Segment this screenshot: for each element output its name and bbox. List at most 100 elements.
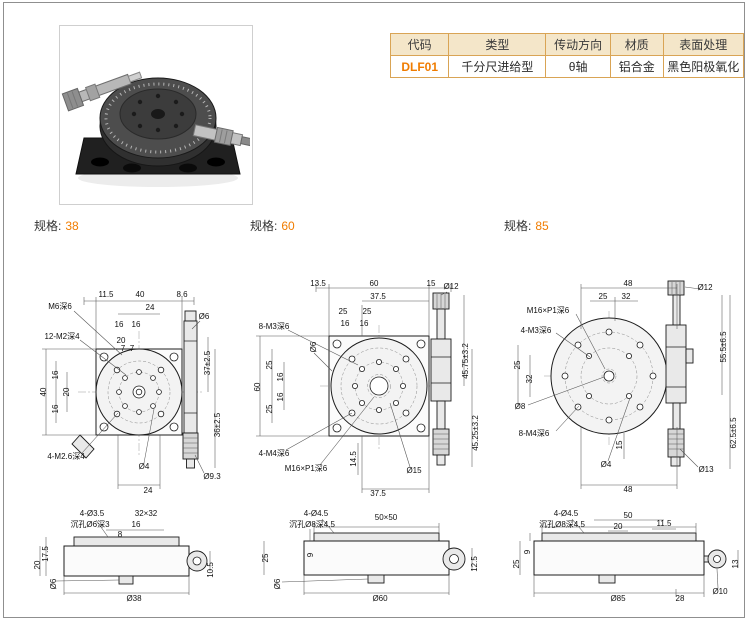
section-title: 规格:38: [34, 217, 246, 235]
side-view: [39, 519, 211, 595]
drawing-85-geometry: [517, 280, 739, 597]
dim-label: 55.5±6.5: [719, 331, 728, 363]
dim-label: 15: [426, 279, 436, 288]
dim-label: 25: [265, 360, 274, 370]
dim-label: 9: [306, 552, 315, 558]
dim-label: 7: [120, 344, 126, 353]
dim-label: 40: [39, 387, 48, 397]
dim-label: 12-M2深4: [44, 332, 80, 341]
dim-label: 48: [623, 279, 633, 288]
top-view: [517, 280, 731, 489]
top-view: [256, 284, 473, 493]
dim-label: Ø38: [126, 594, 142, 603]
dim-label: Ø6: [273, 578, 282, 590]
dim-label: 50: [623, 511, 633, 520]
dim-label: Ø4: [600, 460, 612, 469]
dim-label: 25: [338, 307, 348, 316]
dim-label: 32×32: [134, 509, 158, 518]
dim-label: 4-Ø4.5: [553, 509, 579, 518]
dim-label: 4-M4深6: [258, 449, 290, 458]
dim-label: 50×50: [374, 513, 398, 522]
dim-label: 20: [62, 387, 71, 397]
table-row: DLF01 千分尺进给型 θ轴 铝合金 黑色阳极氧化: [389, 55, 744, 78]
dim-label: 25: [598, 292, 608, 301]
dim-label: Ø12: [443, 282, 459, 291]
dim-label: 37.5: [370, 292, 386, 301]
dim-label: Ø10: [712, 587, 728, 596]
dim-label: 17.5: [41, 546, 50, 562]
cell-code: DLF01: [389, 55, 450, 78]
dim-label: 24: [145, 303, 155, 312]
dim-label: 16: [359, 319, 369, 328]
dim-label: 7: [129, 344, 135, 353]
dim-label: 48: [623, 485, 633, 494]
section-title: 规格:60: [250, 217, 504, 235]
dim-label: 20: [613, 522, 623, 531]
spec-section-85: 规格:85: [504, 217, 744, 611]
header-material: 材质: [609, 33, 664, 56]
dim-label: 32: [525, 374, 534, 384]
dim-label: 8.6: [176, 290, 188, 299]
dim-label: Ø12: [697, 283, 713, 292]
dim-label: 13.5: [310, 279, 326, 288]
dim-label: Ø60: [372, 594, 388, 603]
dim-label: 16: [131, 320, 141, 329]
dim-label: 37.5: [370, 489, 386, 498]
dim-label: 15: [615, 440, 624, 450]
dim-label: 14.5: [349, 451, 358, 467]
technical-drawing-38: M6深6 11.5 40 8.6 24 Ø6 16 16 12-M2深4 20 …: [33, 237, 246, 611]
dim-label: 8-M4深6: [518, 429, 550, 438]
dim-label: 16: [131, 520, 141, 529]
dim-label: 13: [731, 559, 740, 569]
dim-label: 16: [276, 372, 285, 382]
dim-label: 45.25±3.2: [471, 415, 480, 451]
dim-label: 60: [253, 382, 262, 392]
spec-table-header-row: 代码 类型 传动方向 材质 表面处理: [389, 33, 744, 56]
cell-direction: θ轴: [545, 55, 611, 78]
dim-label: 36±2.5: [213, 412, 222, 438]
cell-type: 千分尺进给型: [448, 55, 547, 78]
spec-table: 代码 类型 传动方向 材质 表面处理 DLF01 千分尺进给型 θ轴 铝合金 黑…: [389, 33, 744, 78]
section-size: 38: [65, 219, 79, 233]
section-title-label: 规格:: [250, 219, 278, 233]
cell-finish: 黑色阳极氧化: [662, 55, 744, 78]
dim-label: 45.75±3.2: [461, 343, 470, 379]
dim-label: 25: [362, 307, 372, 316]
dim-label: Ø9.3: [203, 472, 221, 481]
dim-label: 沉孔Ø8深4.5: [289, 520, 335, 529]
technical-drawing-60: 13.5 60 15 37.5 Ø12 8-M3深6 25 25 16 16 Ø…: [250, 237, 504, 611]
cell-material: 铝合金: [609, 55, 664, 78]
dim-label: 16: [51, 370, 60, 380]
dim-label: Ø15: [406, 466, 422, 475]
section-title-label: 规格:: [504, 219, 532, 233]
dim-label: 24: [143, 486, 153, 495]
dim-label: 4-M3深6: [520, 326, 552, 335]
header-finish: 表面处理: [662, 33, 744, 56]
dim-label: 9: [523, 549, 532, 555]
drawing-38-geometry: [39, 297, 216, 595]
dim-label: 4-Ø3.5: [79, 509, 105, 518]
dim-label: 4-Ø4.5: [303, 509, 329, 518]
dim-label: Ø85: [610, 594, 626, 603]
dim-label: 62.5±6.5: [729, 417, 738, 449]
dim-label: 11.5: [98, 290, 114, 299]
dim-label: 25: [261, 553, 270, 563]
dim-label: Ø4: [138, 462, 150, 471]
dim-label: 11.5: [656, 519, 672, 528]
section-title: 规格:85: [504, 217, 744, 235]
header-direction: 传动方向: [545, 33, 611, 56]
section-size: 60: [281, 219, 295, 233]
dim-label: 10.5: [206, 562, 215, 578]
dim-label: M6深6: [48, 302, 72, 311]
technical-drawing-85: 48 25 32 Ø12 M16×P1深6 4-M3深6 25 32 Ø8 8-…: [504, 237, 744, 611]
header-type: 类型: [448, 33, 547, 56]
section-title-label: 规格:: [34, 219, 62, 233]
side-view: [519, 518, 739, 597]
dim-label: 16: [51, 404, 60, 414]
dim-label: Ø13: [698, 465, 714, 474]
dim-label: 32: [621, 292, 631, 301]
dim-label: M16×P1深6: [526, 306, 570, 315]
dim-label: 沉孔Ø8深4.5: [539, 520, 585, 529]
dim-label: 16: [340, 319, 350, 328]
header-code: 代码: [389, 33, 450, 56]
